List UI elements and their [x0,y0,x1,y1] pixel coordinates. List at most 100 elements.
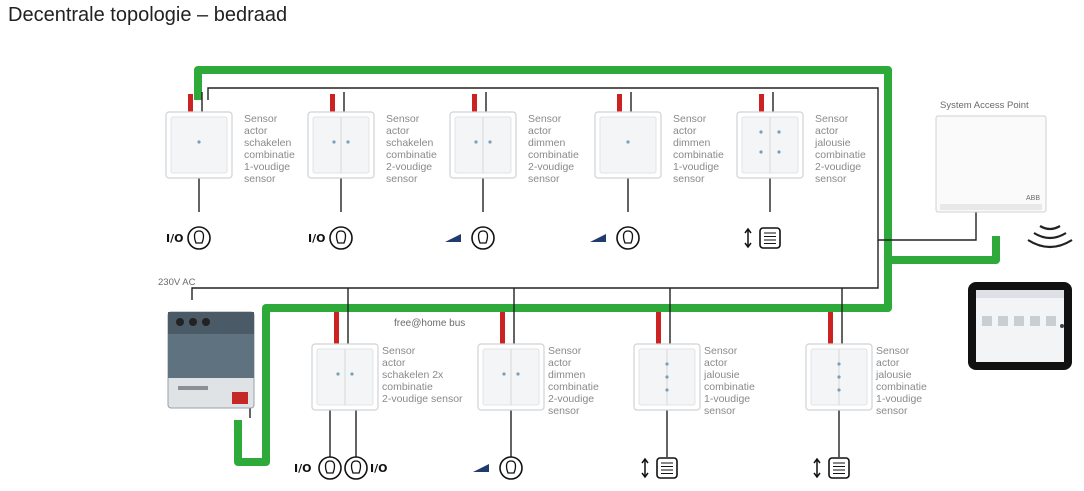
device-label-line: 2-voudige [528,161,574,173]
device-label-line: Sensor [704,345,738,357]
device-label-line: actor [876,357,900,369]
updown-arrow-icon [813,457,821,479]
device-label-line: Sensor [386,113,420,125]
lamp-icon [616,226,640,250]
device-label-line: 1-voudige [704,393,750,405]
dimmer-icon [590,234,606,242]
device-label-line: combinatie [673,149,724,161]
blind-icon [813,457,850,479]
device-label-line: schakelen [386,137,433,149]
device-label-line: actor [528,125,552,137]
device-label-line: sensor [386,173,418,185]
top-switch [307,111,375,179]
device-label-line: sensor [815,173,847,185]
loads: I/O I/O I/O I/O [166,226,850,480]
sap-label: System Access Point [940,100,1029,111]
power-supply [167,311,255,409]
device-label-line: actor [382,357,406,369]
blind-icon [744,227,781,249]
device-label-line: 2-voudige [386,161,432,173]
bottom-switch [311,343,379,411]
io-label: I/O [166,232,183,245]
device-label-line: actor [386,125,410,137]
device-label-line: dimmen [548,369,586,381]
device-label-line: 2-voudige [548,393,594,405]
page-title: Decentrale topologie – bedraad [8,4,288,26]
io-label: I/O [370,462,387,475]
device-label-line: Sensor [876,345,910,357]
device-label-line: Sensor [382,345,416,357]
device-label-line: 1-voudige [244,161,290,173]
lamp-icon [471,226,495,250]
lamp-icon [187,226,211,250]
lamp-icon [344,456,368,480]
bottom-switch [633,343,701,411]
bus-line [194,66,1000,264]
thin-wires [188,87,977,457]
device-label-line: actor [548,357,572,369]
device-label-line: sensor [704,405,736,417]
device-label-line: sensor [528,173,560,185]
device-label-line: jalousie [814,137,851,149]
top-switch [165,111,233,179]
dimmer-icon [473,464,489,472]
device-label-line: jalousie [703,369,740,381]
device-label-line: actor [673,125,697,137]
device-label-line: actor [704,357,728,369]
io-label: I/O [294,462,311,475]
device-label-line: jalousie [875,369,912,381]
device-label-line: sensor [673,173,705,185]
device-label-line: Sensor [244,113,278,125]
device-label-line: sensor [244,173,276,185]
device-label-line: Sensor [815,113,849,125]
tablet [968,282,1072,370]
device-label-line: actor [244,125,268,137]
device-label-line: combinatie [704,381,755,393]
bus-label: free@home bus [394,318,465,329]
blind-icon [641,457,678,479]
device-label-line: dimmen [673,137,711,149]
device-label-line: combinatie [382,381,433,393]
sap-brand: ABB [1026,195,1040,202]
device-label-line: combinatie [548,381,599,393]
device-label-line: Sensor [548,345,582,357]
lamp-icon [329,226,353,250]
devices: Sensoractorschakelencombinatie1-voudiges… [165,111,927,417]
wire [207,87,977,241]
device-label-line: combinatie [528,149,579,161]
device-label-line: 1-voudige [876,393,922,405]
device-label-line: Sensor [673,113,707,125]
wireless-icon [1027,225,1073,249]
top-switch [736,111,804,179]
device-label-line: Sensor [528,113,562,125]
device-label-line: sensor [876,405,908,417]
lamp-icon [499,456,523,480]
wire [191,240,879,300]
updown-arrow-icon [744,227,752,249]
io-label: I/O [308,232,325,245]
device-label-line: 2-voudige [815,161,861,173]
ac-label: 230V AC [158,277,196,288]
bus-line [234,260,892,466]
device-label-line: actor [815,125,839,137]
bottom-switch [805,343,873,411]
system-access-point: ABB System Access Point [935,100,1047,213]
device-label-line: combinatie [386,149,437,161]
device-label-line: sensor [548,405,580,417]
dimmer-icon [445,234,461,242]
bus-lines [194,66,1000,466]
device-label-line: combinatie [876,381,927,393]
top-switch [449,111,517,179]
device-label-line: combinatie [244,149,295,161]
device-label-line: dimmen [528,137,566,149]
device-label-line: schakelen 2x [382,369,444,381]
bottom-switch [477,343,545,411]
device-label-line: 1-voudige [673,161,719,173]
top-switch [594,111,662,179]
device-label-line: combinatie [815,149,866,161]
updown-arrow-icon [641,457,649,479]
device-label-line: 2-voudige sensor [382,393,463,405]
lamp-icon [318,456,342,480]
device-label-line: schakelen [244,137,291,149]
